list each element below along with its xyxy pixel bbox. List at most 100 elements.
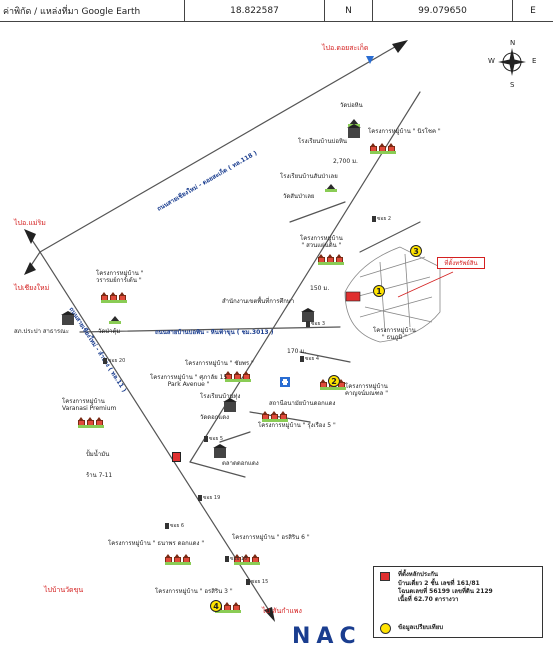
label-gas-station: ปั้มน้ำมัน: [86, 451, 110, 458]
legend-item1-detail: บ้านเดี่ยว 2 ชั้น เลขที่ 161/81 โฉนดเลขท…: [398, 580, 493, 603]
wat-mae-icon: [109, 314, 121, 324]
distance-170: 170 ม.: [287, 348, 307, 355]
road-3013-line: [79, 326, 341, 333]
house-niraak-icon: [370, 139, 396, 154]
km-marker-2: ซอย 2: [372, 215, 391, 223]
target-village-grid: [344, 246, 441, 343]
km-marker-6: ซอย 6: [165, 522, 184, 530]
legend-box: ที่ตั้งหลักประกัน บ้านเดี่ยว 2 ชั้น เลขท…: [373, 566, 543, 638]
wat-san-pa-loei-icon: [325, 182, 337, 192]
road-doi-saket-line: [39, 43, 401, 253]
header-lat-dir: N: [325, 0, 373, 21]
house-rungrueng-icon: [262, 407, 288, 422]
label-police-office: สภ.ประปา สาธารณะ: [14, 328, 69, 335]
house-sirin6-icon: [234, 550, 260, 565]
road-arrows: [24, 40, 408, 622]
label-proj-wararom: โครงการหมู่บ้าน " วรารมย์การ์เด้น ": [96, 270, 144, 284]
arrow-chiangmai: [24, 262, 36, 275]
dest-mae-rim: ไปอ.แม่ริม: [14, 219, 46, 227]
label-proj-varasa: โครงการหมู่บ้าน Varanasi Premium: [62, 398, 117, 412]
side-road-6: [189, 461, 246, 478]
dest-san-kamphaeng: ไป สันกำแพง: [262, 607, 302, 615]
distance-150: 150 ม.: [310, 285, 330, 292]
dest-san-pa-tong: ไปบ้านวัดขุน: [44, 586, 84, 594]
callout-line: [397, 271, 454, 298]
road-label-3013: ถนนสายบ้านบ่อพิน - หินฟ้าขุน ( ชม.3013 ): [155, 329, 274, 336]
pin-2[interactable]: 2: [328, 375, 340, 387]
header-label: ค่าพิกัด / แหล่งที่มา Google Earth: [0, 0, 185, 21]
header-latitude: 18.822587: [185, 0, 325, 21]
police-office-icon: [61, 311, 75, 325]
label-health-office: สำนักงานเขตพื้นที่การศึกษา: [222, 298, 295, 305]
legend-yellow-circle-icon: [380, 623, 391, 634]
side-road-5: [219, 431, 251, 443]
distance-2700: 2,700 ม.: [333, 158, 358, 165]
compass-w: W: [488, 57, 495, 65]
km-marker-20: ซอย 20: [103, 357, 125, 365]
km-marker-16: ซอย 16: [225, 555, 247, 563]
label-hospital: สถานีอนามัยบ้านดอกแดง: [269, 400, 336, 407]
legend-item1: ที่ตั้งหลักประกัน: [398, 571, 439, 578]
arrow-san-kamphaeng: [264, 607, 275, 622]
compass-n: N: [510, 39, 516, 47]
map-canvas: [24, 40, 526, 622]
label-shop-711: ร้าน 7-11: [86, 472, 113, 479]
label-proj-niraak: โครงการหมู่บ้าน " นิรโชค ": [368, 128, 441, 135]
label-proj-rungrueng: โครงการหมู่บ้าน " รุ่งเรือง 5 ": [258, 422, 336, 429]
header-longitude: 99.079650: [373, 0, 513, 21]
compass-e: E: [532, 57, 537, 65]
target-property-marker: [345, 291, 361, 302]
shop-711-icon: [172, 452, 181, 462]
school-bo-hin-icon: [347, 124, 361, 138]
label-wat-san-pa-loei: วัดสันป่าเลย: [283, 193, 315, 200]
coordinate-header: ค่าพิกัด / แหล่งที่มา Google Earth 18.82…: [0, 0, 553, 22]
health-office-icon: [301, 308, 315, 322]
km-marker-19: ซอย 19: [198, 494, 220, 502]
side-road-1: [289, 201, 346, 223]
company-logo: NAC: [292, 624, 362, 649]
km-marker-15: ซอย 15: [246, 578, 268, 586]
road-lampang-line: [39, 251, 271, 613]
house-wararom-icon: [101, 288, 127, 303]
label-wat-mae: วัดป่าตุ้ม: [98, 328, 121, 335]
label-school-tamban: โรงเรียนบ้านทุ่ง: [200, 393, 241, 400]
label-proj-park: โครงการหมู่บ้าน " ศุภาลัย 15 Park Avenue…: [150, 374, 228, 388]
label-school-san-pa-loei: โรงเรียนบ้านสันป่าเลย: [280, 173, 338, 180]
legend-red-square-icon: [380, 572, 390, 581]
label-wat-tamban: วัดดอกแดง: [200, 414, 230, 421]
house-trust-icon: [165, 550, 191, 565]
dest-doi-saket: ไปอ.ดอยสะเก็ด: [322, 44, 369, 52]
header-lon-dir: E: [530, 5, 536, 16]
house-varasa-icon: [78, 413, 104, 428]
km-marker-5: ซอย 5: [204, 435, 223, 443]
target-callout: ที่ตั้งทรัพย์สิน: [437, 257, 485, 269]
label-market: ตลาดดอกแดง: [222, 460, 259, 467]
side-road-3: [299, 351, 351, 363]
label-proj-trust: โครงการหมู่บ้าน " ธนาพร ดอกแดง ": [108, 540, 205, 547]
pin-3[interactable]: 3: [410, 245, 422, 257]
market-icon: [213, 444, 227, 458]
school-tamban-icon: [223, 398, 237, 412]
arrow-doi-saket: [392, 40, 408, 53]
label-proj-chaiyaporn: โครงการหมู่บ้าน " ชัยพร ": [185, 360, 254, 367]
pin-1[interactable]: 1: [373, 285, 385, 297]
label-proj-kamphaeng: โครงการหมู่บ้าน " สวนแผ่นดิน ": [300, 235, 343, 249]
compass-s: S: [510, 81, 515, 89]
label-proj-sirin3: โครงการหมู่บ้าน " อรสิริน 3 ": [155, 588, 233, 595]
arrow-blue-marker: [366, 56, 374, 64]
km-marker-3: ซอย 3: [306, 320, 325, 328]
pin-4[interactable]: 4: [210, 600, 222, 612]
km-marker-4: ซอย 4: [300, 355, 319, 363]
side-road-2: [359, 221, 421, 253]
label-proj-sirin6: โครงการหมู่บ้าน " อรสิริน 6 ": [232, 534, 310, 541]
house-chaiyaporn-icon: [225, 367, 251, 382]
arrow-mae-rim: [24, 229, 36, 244]
compass-rose: [498, 48, 526, 76]
house-kamphaeng-icon: [318, 250, 344, 265]
label-proj-target: โครงการหมู่บ้าน " ธนภูมิ ": [373, 327, 416, 341]
legend-item2: ข้อมูลเปรียบเทียบ: [398, 624, 444, 631]
label-wat-bo-hin: วัดบ่อหิน: [340, 102, 363, 109]
label-proj-karn: โครงการหมู่บ้าน คาญจน์มณฑล ": [345, 383, 388, 397]
label-school-bo-hin: โรงเรียนบ้านบ่อหิน: [298, 138, 348, 145]
dest-chiang-mai: ไปเชียงใหม่: [14, 284, 50, 292]
